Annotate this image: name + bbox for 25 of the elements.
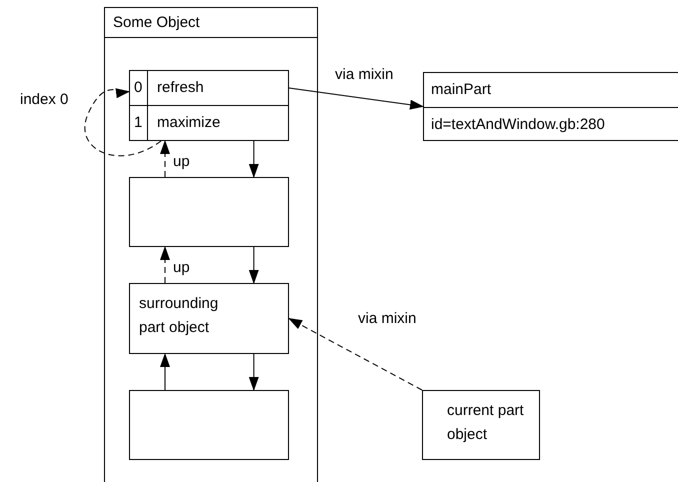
arrow bbox=[248, 140, 259, 178]
arrow bbox=[160, 353, 170, 390]
part-label: current part object bbox=[447, 401, 525, 445]
table-row bbox=[129, 70, 289, 106]
part-box bbox=[129, 390, 289, 460]
dashed-arrow bbox=[84, 86, 162, 156]
object-title: Some Object bbox=[113, 14, 200, 32]
part-box bbox=[129, 283, 289, 354]
part-box bbox=[422, 390, 540, 460]
object-box bbox=[423, 72, 678, 141]
method-name: maximize bbox=[157, 114, 220, 132]
dashed-arrow bbox=[160, 246, 170, 284]
arrow bbox=[248, 246, 259, 284]
object-name: mainPart bbox=[431, 81, 492, 99]
dashed-arrow bbox=[160, 140, 170, 178]
row-index: 1 bbox=[134, 114, 142, 132]
part-box bbox=[129, 177, 289, 247]
arrow bbox=[288, 88, 424, 110]
table-row bbox=[129, 105, 289, 141]
arrow bbox=[248, 354, 259, 391]
dashed-arrow bbox=[288, 318, 422, 390]
method-name: refresh bbox=[157, 79, 204, 97]
row-index: 0 bbox=[134, 79, 142, 97]
part-label: surrounding part object bbox=[139, 294, 220, 338]
object-id: id=textAndWindow.gb:280 bbox=[431, 116, 605, 134]
